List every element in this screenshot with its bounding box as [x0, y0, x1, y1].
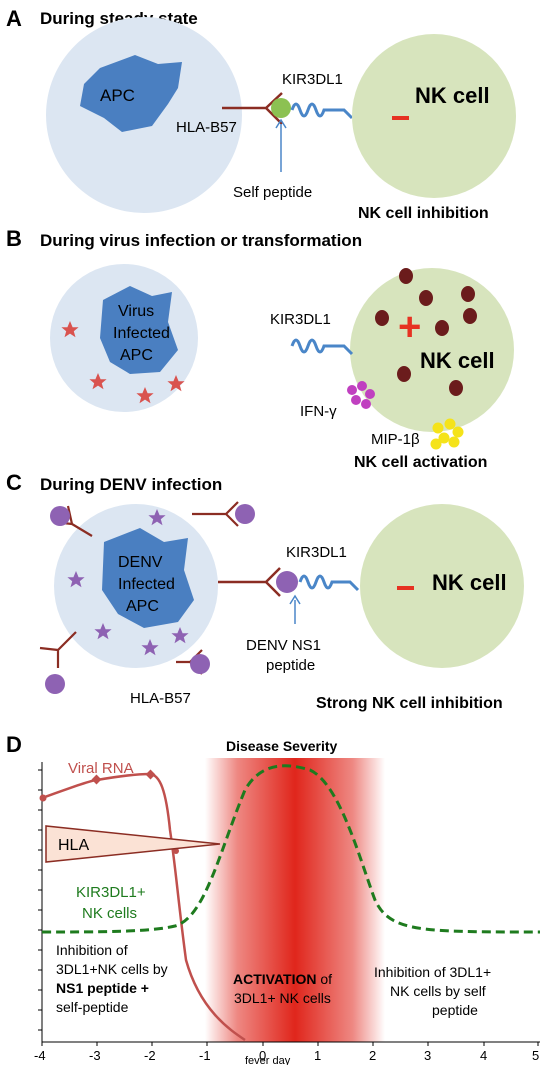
- right-annotation-line: peptide: [432, 1002, 478, 1018]
- x-tick-label: 1: [314, 1048, 321, 1063]
- right-annotation-line: Inhibition of 3DL1+: [374, 964, 491, 980]
- panel-b-letter: B: [6, 226, 22, 251]
- kir-receptor-a: [290, 102, 354, 120]
- peptide-arrowhead-c: [289, 594, 301, 605]
- center-annotation-line-2: 3DL1+ NK cells: [234, 990, 331, 1006]
- x-axis-title: fever day: [245, 1055, 291, 1065]
- hla-molecule: [176, 649, 210, 675]
- kir-label-c: KIR3DL1: [286, 544, 347, 561]
- viral-rna-label: Viral RNA: [68, 760, 134, 777]
- plus-sign-b: +: [398, 305, 421, 349]
- denv-peptide-c: [276, 571, 298, 593]
- nk-label-a: NK cell: [415, 83, 490, 108]
- viral-rna-markers: [39, 769, 179, 854]
- activation-word: ACTIVATION: [233, 971, 316, 987]
- mip-cluster: [430, 418, 464, 450]
- apc-line-c-2: Infected: [118, 576, 175, 593]
- x-tick-label: 4: [480, 1048, 487, 1063]
- peptide-arrowhead-a: [275, 118, 287, 129]
- apc-body-c: [102, 528, 194, 628]
- ifn-gamma-cluster: [347, 381, 375, 409]
- kir-label-b: KIR3DL1: [270, 311, 331, 328]
- right-annotation: Inhibition of 3DL1+ NK cells by self pep…: [374, 964, 491, 1018]
- kir-receptor-b: [290, 338, 354, 356]
- left-annotation: Inhibition of 3DL1+NK cells by NS1 pepti…: [56, 942, 168, 1015]
- activation-of: of: [316, 971, 332, 987]
- ifn-label: IFN-γ: [300, 403, 337, 420]
- peptide-line-c-1: DENV NS1: [246, 637, 321, 654]
- apc-label-a: APC: [100, 86, 135, 105]
- outcome-b: NK cell activation: [354, 454, 487, 471]
- minus-sign-a: [392, 116, 409, 120]
- x-tick-label: -2: [144, 1048, 156, 1063]
- nk-label-b: NK cell: [420, 348, 495, 373]
- x-tick-label: 2: [369, 1048, 376, 1063]
- apc-body-b: [100, 286, 178, 374]
- kir-nk-curve: [41, 764, 541, 934]
- x-tick-labels: -4 -3 -2 -1 0 1 2 3 4 5: [34, 1048, 539, 1063]
- peptide-line-c-2: peptide: [266, 657, 315, 674]
- hla-molecule: [39, 631, 77, 694]
- panel-b-title: During virus infection or transformation: [40, 231, 362, 250]
- panel-a-letter: A: [6, 6, 22, 31]
- x-tick-label: -3: [89, 1048, 101, 1063]
- panel-d: D Disease Severity -4 -3 -2 -1: [6, 732, 541, 1067]
- nk-cell-a: [352, 34, 516, 198]
- peptide-label-a: Self peptide: [233, 184, 312, 201]
- apc-line-b-3: APC: [120, 347, 153, 364]
- apc-line-c-3: APC: [126, 598, 159, 615]
- kir-nk-label-1: KIR3DL1+: [76, 884, 146, 901]
- x-ticks: [41, 1042, 539, 1046]
- outcome-c: Strong NK cell inhibition: [316, 695, 503, 712]
- apc-line-b-1: Virus: [118, 303, 154, 320]
- x-tick-label: 5: [532, 1048, 539, 1063]
- x-tick-label: -4: [34, 1048, 46, 1063]
- apc-line-b-2: Infected: [113, 325, 170, 342]
- minus-sign-c: [397, 586, 414, 590]
- panel-d-letter: D: [6, 732, 22, 757]
- hla-label-a: HLA-B57: [176, 119, 237, 136]
- nk-label-c: NK cell: [432, 570, 507, 595]
- apc-body-a: [80, 55, 182, 132]
- left-annotation-line: NS1 peptide +: [56, 980, 149, 996]
- disease-severity-label: Disease Severity: [226, 738, 338, 754]
- self-peptide-a: [271, 98, 291, 118]
- mip-label: MIP-1β: [371, 431, 420, 448]
- right-annotation-line: NK cells by self: [390, 983, 486, 999]
- x-tick-label: -1: [199, 1048, 211, 1063]
- panel-c-letter: C: [6, 470, 22, 495]
- granules: [375, 268, 477, 396]
- nk-cell-c: [360, 504, 524, 668]
- disease-severity-band: [205, 758, 385, 1042]
- hla-receptor-c: [218, 567, 281, 597]
- panel-a: A During steady state APC HLA-B57 KIR3DL…: [6, 6, 516, 222]
- kir-label-a: KIR3DL1: [282, 71, 343, 88]
- x-tick-label: 3: [424, 1048, 431, 1063]
- panel-c-title: During DENV infection: [40, 475, 222, 494]
- y-ticks: [38, 769, 42, 1031]
- left-annotation-line: 3DL1+NK cells by: [56, 961, 168, 977]
- x-tick-label: 0: [259, 1048, 266, 1063]
- hla-wedge: [45, 825, 221, 863]
- center-annotation-line-1: ACTIVATION of: [233, 971, 332, 987]
- hla-label-c: HLA-B57: [130, 690, 191, 707]
- left-annotation-line: self-peptide: [56, 999, 129, 1015]
- outcome-a: NK cell inhibition: [358, 205, 489, 222]
- hla-wedge-label: HLA: [58, 837, 89, 854]
- kir-nk-label-2: NK cells: [82, 905, 137, 922]
- apc-line-c-1: DENV: [118, 554, 163, 571]
- left-annotation-line: Inhibition of: [56, 942, 128, 958]
- hla-molecule: [50, 505, 93, 537]
- panel-c: C During DENV infection DENV Infected AP…: [6, 470, 524, 712]
- hla-molecule: [192, 501, 255, 527]
- panel-b: B During virus infection or transformati…: [6, 226, 514, 471]
- kir-receptor-c: [298, 574, 360, 592]
